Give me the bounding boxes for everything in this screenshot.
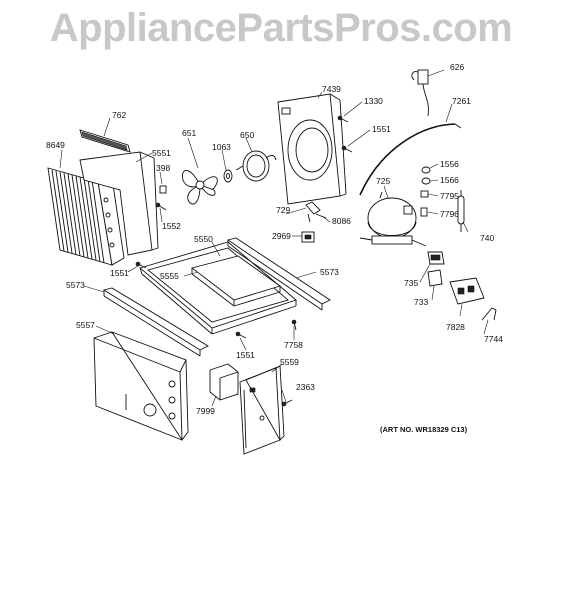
part-labels: 626 7439 1330 7261 762 651 650 1551 8649…: [46, 62, 503, 416]
part-733-relay[interactable]: [427, 269, 443, 287]
label-733: 733: [414, 297, 428, 307]
part-7439-orifice-shroud[interactable]: [277, 93, 347, 205]
part-7744-clip[interactable]: [481, 307, 497, 321]
label-1063: 1063: [212, 142, 231, 152]
label-8086: 8086: [332, 216, 351, 226]
part-398-nut[interactable]: [159, 185, 167, 194]
label-5551: 5551: [152, 148, 171, 158]
label-5573-right: 5573: [320, 267, 339, 277]
part-7796-sleeve[interactable]: [420, 207, 428, 217]
part-735-terminal[interactable]: [427, 251, 445, 265]
leader-lines: [59, 69, 489, 407]
part-5573-rail-left[interactable]: [102, 287, 209, 357]
part-7261-tube[interactable]: [359, 123, 462, 196]
label-1330: 1330: [364, 96, 383, 106]
label-1551-bottom: 1551: [236, 350, 255, 360]
label-1566: 1566: [440, 175, 459, 185]
label-1552: 1552: [162, 221, 181, 231]
part-725-compressor[interactable]: [359, 191, 427, 247]
part-7828-terminal-cover[interactable]: [449, 277, 485, 305]
label-7744: 7744: [484, 334, 503, 344]
label-650: 650: [240, 130, 254, 140]
label-1551-left: 1551: [110, 268, 129, 278]
label-1556: 1556: [440, 159, 459, 169]
part-5555-drain-pan[interactable]: [190, 255, 282, 307]
label-5557: 5557: [76, 320, 95, 330]
label-762: 762: [112, 110, 126, 120]
part-1566-washer[interactable]: [421, 177, 431, 185]
part-5573-rail-right[interactable]: [226, 237, 331, 311]
label-5555: 5555: [160, 271, 179, 281]
part-650-fan-motor[interactable]: [235, 150, 277, 182]
part-729-bracket[interactable]: [305, 201, 321, 223]
part-5559-control-panel[interactable]: [239, 365, 285, 455]
part-2363-screw[interactable]: [281, 399, 293, 407]
label-7758: 7758: [284, 340, 303, 350]
label-729: 729: [276, 205, 290, 215]
label-2969: 2969: [272, 231, 291, 241]
part-7795-grommet[interactable]: [420, 190, 429, 198]
part-762-gasket[interactable]: [79, 129, 131, 153]
part-1063-washer[interactable]: [223, 169, 233, 183]
watermark: AppliancePartsPros.com: [49, 6, 513, 50]
label-5550: 5550: [194, 234, 213, 244]
part-2969-overload[interactable]: [301, 231, 315, 243]
part-1330-screw[interactable]: [337, 115, 349, 123]
label-7999: 7999: [196, 406, 215, 416]
part-1551-screw-top[interactable]: [341, 145, 353, 153]
part-1552-screw[interactable]: [155, 202, 167, 211]
part-5551-shroud[interactable]: [79, 151, 159, 256]
label-651: 651: [182, 128, 196, 138]
part-1556-grommet[interactable]: [421, 166, 431, 174]
label-398: 398: [156, 163, 170, 173]
label-735: 735: [404, 278, 418, 288]
part-740-drier[interactable]: [457, 190, 465, 232]
label-626: 626: [450, 62, 464, 72]
label-1551-top: 1551: [372, 124, 391, 134]
label-7828: 7828: [446, 322, 465, 332]
label-7795: 7795: [440, 191, 459, 201]
part-7999-capacitor[interactable]: [209, 363, 239, 401]
label-2363: 2363: [296, 382, 315, 392]
part-8649-condenser-coil[interactable]: [47, 167, 125, 266]
label-7796: 7796: [440, 209, 459, 219]
label-725: 725: [376, 176, 390, 186]
part-1551-screw-bottom[interactable]: [235, 331, 247, 339]
label-5559: 5559: [280, 357, 299, 367]
label-7261: 7261: [452, 96, 471, 106]
part-7758-screw[interactable]: [291, 319, 297, 331]
label-5573-left: 5573: [66, 280, 85, 290]
part-8086-harness[interactable]: [315, 213, 327, 219]
part-5557-side-panel[interactable]: [93, 331, 189, 441]
label-8649: 8649: [46, 140, 65, 150]
part-1551-screw-left[interactable]: [135, 261, 147, 269]
part-651-fan-blade[interactable]: [182, 170, 218, 205]
part-626-power-cord[interactable]: [411, 69, 429, 117]
label-7439: 7439: [322, 84, 341, 94]
label-740: 740: [480, 233, 494, 243]
art-number: (ART NO. WR18329 C13): [380, 425, 468, 434]
